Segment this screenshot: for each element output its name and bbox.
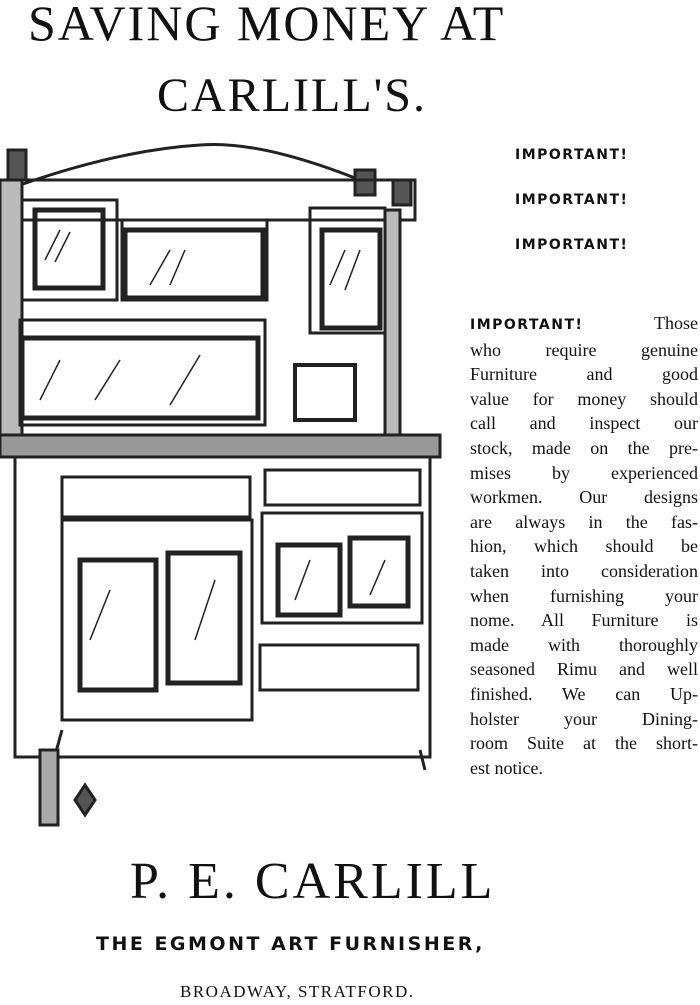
body-line: IMPORTANT! Those (470, 311, 698, 338)
body-line: nome. All Furniture is (470, 610, 698, 631)
headline-line-1: SAVING MONEY AT (28, 0, 506, 51)
body-line: value for money should (470, 388, 698, 409)
body-line: taken into consideration (470, 560, 698, 581)
body-line: who require genuine (470, 339, 698, 360)
body-line: are always in the fas- (470, 511, 698, 532)
body-line: made with thoroughly (470, 634, 698, 655)
body-line: Furniture and good (470, 364, 698, 385)
business-address: BROADWAY, STRATFORD. (180, 982, 415, 1001)
business-name: P. E. CARLILL (130, 853, 496, 910)
body-line: room Suite at the short- (470, 733, 698, 754)
body-line: seasoned Rimu and well (470, 659, 698, 680)
important-heading-2: IMPORTANT! (515, 192, 629, 208)
body-line: hion, which should be (470, 536, 698, 557)
body-lead: IMPORTANT! (470, 317, 584, 333)
body-line: workmen. Our designs (470, 487, 698, 508)
body-line: holster your Dining- (470, 708, 698, 729)
important-heading-1: IMPORTANT! (515, 147, 629, 163)
body-line: stock, made on the pre- (470, 437, 698, 458)
body-line: call and inspect our (470, 413, 698, 434)
business-tagline: THE EGMONT ART FURNISHER, (96, 933, 485, 955)
body-paragraph: IMPORTANT! Those who require genuine Fur… (470, 311, 698, 780)
sideboard-illustration-icon (0, 142, 442, 827)
body-line: est notice. (470, 757, 543, 778)
body-line: finished. We can Up- (470, 683, 698, 704)
important-heading-3: IMPORTANT! (515, 237, 629, 253)
body-line: mises by experienced (470, 462, 698, 483)
body-line-text: Those (654, 313, 698, 333)
body-line: when furnishing your (470, 585, 698, 606)
headline-line-2: CARLILL'S. (157, 69, 427, 122)
